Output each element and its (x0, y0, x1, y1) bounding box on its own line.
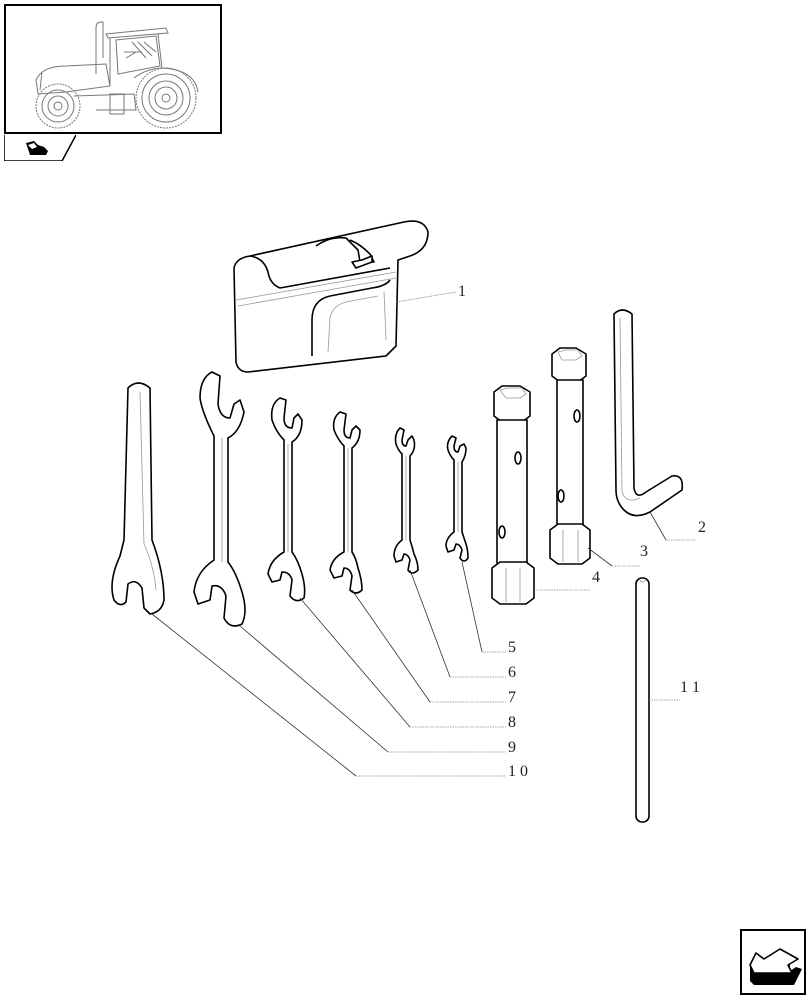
double-open-end-wrench-l[interactable] (267, 397, 306, 602)
double-open-end-wrench-s[interactable] (393, 427, 419, 574)
double-open-end-wrench-xs[interactable] (445, 435, 469, 562)
callout-labels: 1 2 3 4 5 6 7 8 9 1 0 1 1 (458, 283, 706, 780)
tractor-thumbnail[interactable] (4, 4, 222, 134)
callout-1: 1 (458, 283, 466, 300)
hex-key-l-wrench[interactable] (613, 309, 684, 517)
callout-8: 8 (508, 714, 516, 731)
section-tab[interactable] (3, 134, 77, 162)
tommy-bar-rod[interactable] (635, 577, 650, 823)
arrow-back-icon (740, 929, 806, 995)
callout-6: 6 (508, 664, 516, 681)
tube-socket-wrench-small[interactable] (549, 347, 591, 565)
book-pages-icon (26, 141, 48, 155)
double-open-end-wrench-xl[interactable] (193, 371, 246, 627)
callout-5: 5 (508, 639, 516, 656)
leader-lines (151, 291, 696, 777)
callout-10: 1 0 (508, 763, 528, 780)
callout-2: 2 (698, 519, 706, 536)
callout-7: 7 (508, 689, 516, 706)
callout-9: 9 (508, 739, 516, 756)
callout-4: 4 (592, 569, 600, 586)
callout-3: 3 (640, 543, 648, 560)
callout-11: 1 1 (680, 679, 700, 696)
back-button[interactable] (740, 929, 806, 995)
tractor-icon (35, 21, 199, 129)
tube-socket-wrench-large[interactable] (491, 385, 535, 605)
double-open-end-wrench-m[interactable] (329, 411, 363, 594)
tool-bag[interactable] (233, 220, 429, 373)
single-open-end-wrench[interactable] (111, 382, 165, 615)
